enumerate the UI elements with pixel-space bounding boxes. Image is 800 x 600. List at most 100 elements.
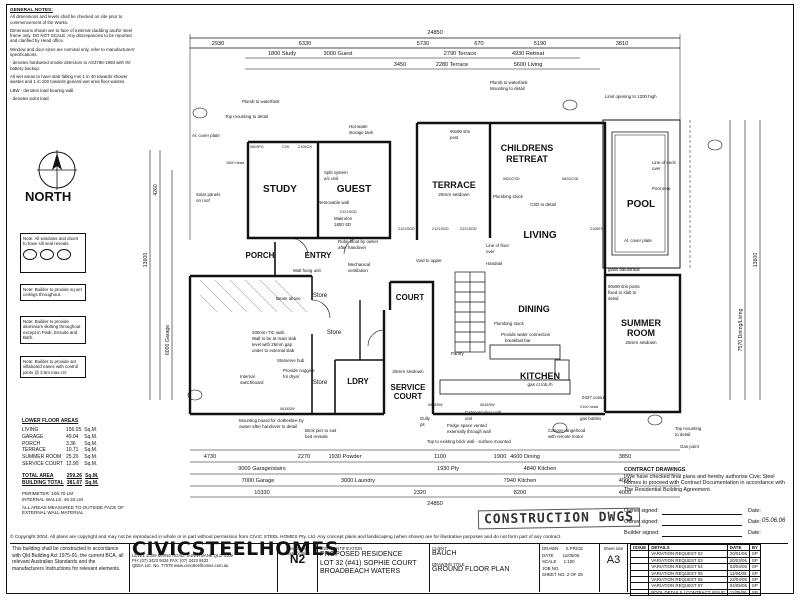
svg-text:4930 Retreat: 4930 Retreat <box>512 51 545 57</box>
svg-text:2270: 2270 <box>298 454 310 460</box>
svg-text:a/c unit: a/c unit <box>324 176 339 181</box>
area-value: 49.04 <box>65 433 79 440</box>
svg-text:Removable wall: Removable wall <box>318 200 349 205</box>
company-phone: PH: (07) 3423 9434 <box>132 557 169 563</box>
date-label-1: Date: <box>748 508 761 514</box>
svg-text:Handrail: Handrail <box>486 261 502 266</box>
svg-text:Provide noggins: Provide noggins <box>283 368 315 373</box>
svg-text:1800 Study: 1800 Study <box>268 51 297 57</box>
svg-text:3450: 3450 <box>394 62 406 68</box>
svg-text:over: over <box>652 166 661 171</box>
svg-text:after handover: after handover <box>338 245 367 250</box>
svg-text:3810: 3810 <box>616 41 628 47</box>
svg-text:5190: 5190 <box>534 41 546 47</box>
job-id-label: JOB IDENTIFICATION <box>320 546 363 551</box>
svg-text:over: over <box>486 249 495 254</box>
sheet-label: SHEET NO. <box>542 572 566 578</box>
room-childrens-retreat: CHILDRENS <box>501 143 554 153</box>
svg-text:4000: 4000 <box>619 490 631 496</box>
svg-text:4000: 4000 <box>619 478 631 484</box>
svg-text:2121SGD: 2121SGD <box>398 227 415 231</box>
note-wet-areas: All wet areas to have stab falling min 1… <box>10 73 128 85</box>
svg-text:13600: 13600 <box>753 253 759 268</box>
svg-text:4600 Dining: 4600 Dining <box>510 454 540 460</box>
revision-cell: 22/04/06 <box>726 575 750 584</box>
revision-cell <box>629 556 650 565</box>
room-laundry: LDRY <box>347 377 369 386</box>
general-notes: GENERAL NOTES: All dimensions and levels… <box>10 8 138 104</box>
svg-text:0427 cutout: 0427 cutout <box>582 395 606 400</box>
svg-text:on roof: on roof <box>196 198 210 203</box>
total-area-label: TOTAL AREA <box>22 472 54 479</box>
wind-value: N2 <box>289 552 306 567</box>
note-dimensions: Dimensions shown are to face of external… <box>10 27 133 44</box>
revision-header: BY <box>748 543 762 552</box>
svg-text:Gas point: Gas point <box>680 444 700 449</box>
scale-value: 1:100 <box>563 559 575 565</box>
area-name: LIVING <box>22 427 39 433</box>
owner-signed-1: Owner signed: <box>624 508 659 514</box>
svg-text:Brick pier to suit: Brick pier to suit <box>305 428 337 433</box>
svg-text:Gully: Gully <box>420 416 431 421</box>
revision-cell <box>629 550 650 558</box>
wind-label: Wind Speed Classification <box>285 546 310 557</box>
revision-cell: SP <box>748 582 762 590</box>
room-living: LIVING <box>523 230 557 241</box>
svg-text:breakfast bar: breakfast bar <box>505 338 531 343</box>
svg-text:2121SGD: 2121SGD <box>432 227 449 231</box>
svg-text:Top mounting: Top mounting <box>675 426 702 431</box>
svg-text:Plumbing stock: Plumbing stock <box>493 194 524 199</box>
area-unit: Sq.M. <box>84 447 98 454</box>
job-line-2: LOT 32 (#41) SOPHIE COURT <box>320 559 417 567</box>
svg-text:Starserve hub: Starserve hub <box>277 358 305 363</box>
note-box-skirting: Note: Builder to provide aluminium skirt… <box>20 316 86 344</box>
svg-text:pit: pit <box>420 422 425 427</box>
signature-line <box>662 536 742 537</box>
svg-text:6000 Garage: 6000 Garage <box>165 325 171 355</box>
svg-text:Plumb to waterfank: Plumb to waterfank <box>242 99 280 104</box>
svg-text:Limit opening to 1200 high: Limit opening to 1200 high <box>605 94 657 99</box>
svg-text:storage tank: storage tank <box>349 130 374 135</box>
svg-text:2106FG: 2106FG <box>590 227 604 231</box>
drawing-border <box>6 4 794 594</box>
svg-text:3850: 3850 <box>619 454 631 460</box>
area-value: 25.20 <box>65 454 79 461</box>
date-value: 05.06.06 <box>762 518 786 524</box>
svg-text:gas ct./ob./h: gas ct./ob./h <box>527 382 552 387</box>
revision-cell: SP <box>748 569 762 578</box>
svg-text:5600 Living: 5600 Living <box>514 62 543 68</box>
contract-drawings: CONTRACT DRAWINGS I/We have checked fina… <box>624 467 789 493</box>
tag-icon <box>57 248 71 260</box>
svg-text:Plumb to waterfank: Plumb to waterfank <box>490 80 528 85</box>
svg-text:COURT: COURT <box>394 392 423 401</box>
area-unit: Sq.M. <box>84 427 98 433</box>
svg-text:Mounting to detail: Mounting to detail <box>490 86 525 91</box>
svg-text:9000 Garage/stairs: 9000 Garage/stairs <box>238 466 286 472</box>
svg-text:2280 Terrace: 2280 Terrace <box>436 62 469 68</box>
room-study: STUDY <box>263 184 297 195</box>
svg-text:0618SW: 0618SW <box>428 403 443 407</box>
building-total-label: BUILDING TOTAL <box>22 479 64 486</box>
company-web: www.civicsteelhomes.com.au <box>173 563 229 568</box>
sheet-size-label: Sheet size <box>603 546 624 551</box>
note-box-ceilings: Note: Builder to provide sq set ceilings… <box>20 284 86 301</box>
contract-title: CONTRACT DRAWINGS <box>624 467 686 473</box>
svg-text:Store: Store <box>313 380 328 386</box>
area-name: PORCH <box>22 440 41 447</box>
sheet-value: 2 OF 28 <box>566 572 583 578</box>
job-no-label: JOB NO. <box>542 565 560 571</box>
svg-text:4260: 4260 <box>153 184 159 196</box>
north-arrow-icon <box>22 148 92 218</box>
scale-label: SCALE <box>542 559 557 565</box>
svg-text:7570 Dining/Living: 7570 Dining/Living <box>738 309 744 352</box>
svg-text:post: post <box>450 135 459 140</box>
svg-text:Top mounting to detail: Top mounting to detail <box>225 114 268 119</box>
signature-line <box>662 514 742 515</box>
area-value: 10.71 <box>65 447 79 454</box>
svg-text:Beam above: Beam above <box>276 296 301 301</box>
svg-text:2100 head: 2100 head <box>580 405 598 409</box>
svg-text:unit: unit <box>465 416 473 421</box>
